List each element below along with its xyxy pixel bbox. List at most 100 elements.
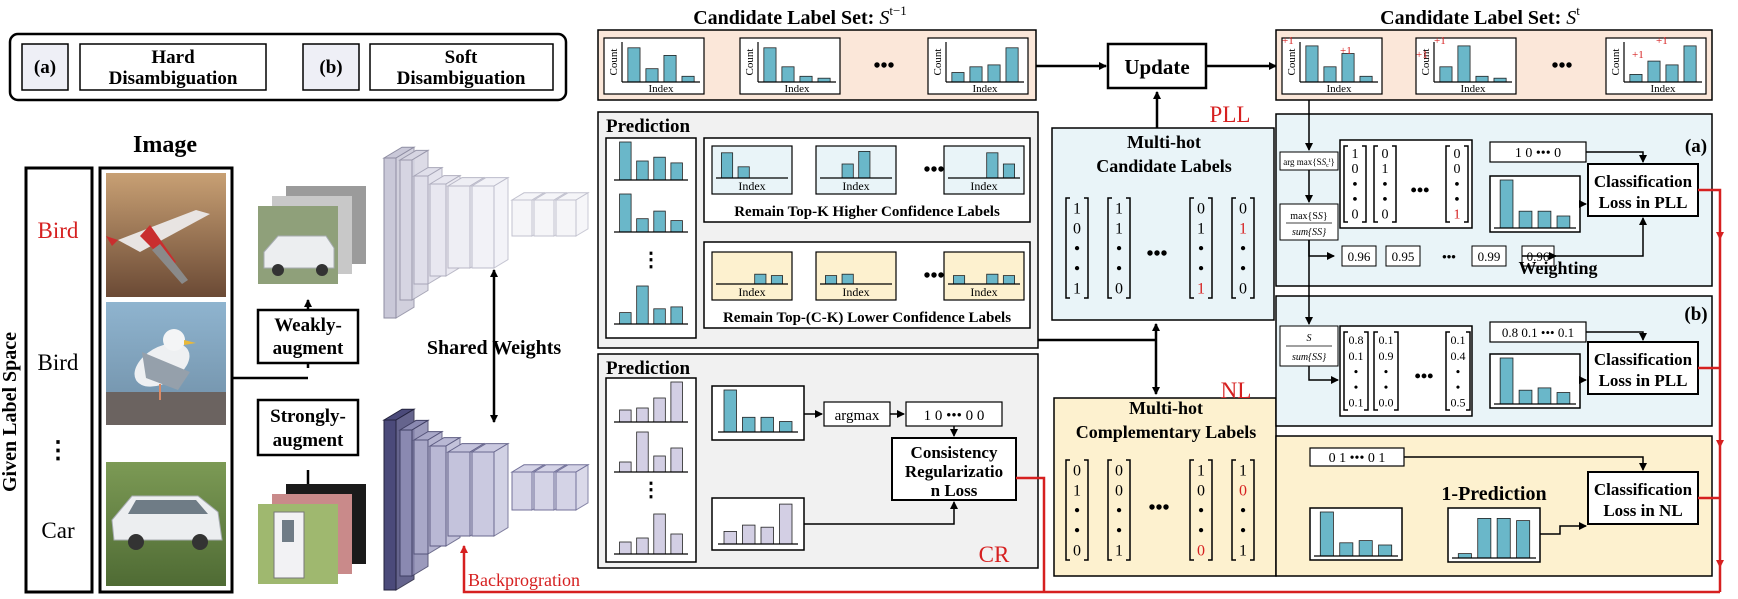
panel-a-max: max{S: [1290, 211, 1318, 222]
svg-text:⋮: ⋮: [641, 479, 661, 501]
legend-a-text-1: Hard: [151, 47, 195, 68]
pred-top-b-bar: [619, 193, 632, 233]
panel-b-frac-bot: sum{S: [1292, 352, 1317, 363]
pll-v4-rb: [1250, 197, 1255, 299]
cand-prev-2-bar: [781, 66, 795, 83]
nl-v3-val: 1: [1197, 463, 1205, 480]
pb-v3-val: 0.4: [1451, 349, 1466, 363]
pred-bot-b-bar: [619, 461, 632, 473]
cand-next-1-frame: [1281, 37, 1383, 95]
pb-v2-val: 0.9: [1379, 349, 1394, 363]
photo-plane: [106, 173, 226, 297]
panel-a-argmax: arg max{S: [1283, 157, 1321, 167]
low-3-bar: [953, 275, 966, 285]
pll-v3-val: 1: [1197, 281, 1205, 298]
legend-a-tag: (a): [34, 57, 56, 78]
cand-prev-3-index-label: Index: [972, 83, 998, 95]
nt-8-front: [533, 199, 555, 237]
cr-loss-1: Consistency: [911, 443, 998, 462]
nb-1-front: [383, 419, 397, 591]
pb-v1-val: •: [1354, 364, 1358, 378]
nb-6-front: [471, 451, 495, 537]
nl-title-1: Multi-hot: [1129, 398, 1203, 418]
pb-v1-rb: [1364, 331, 1369, 411]
nl-bars-2-bar: [1457, 553, 1472, 559]
pll-v2-val: 1: [1115, 201, 1123, 218]
pll-v3-lb: [1189, 197, 1194, 299]
pred-bot-a-bar: [670, 381, 683, 423]
pa-v2-val: 0: [1382, 208, 1389, 223]
pll-v2-lb: [1107, 197, 1112, 299]
pb-v3-rb: [1466, 331, 1471, 411]
low-3-index: Index: [970, 285, 997, 299]
pll-v4-lb: [1231, 197, 1236, 299]
nl-v4-val: •: [1240, 523, 1246, 540]
legend-b-tag: (b): [319, 57, 342, 78]
pll-v4-val: 1: [1239, 221, 1247, 238]
pb-bars-bar: [1518, 389, 1533, 405]
svg-text:•••: •••: [923, 159, 944, 181]
low-3-bar: [986, 273, 999, 285]
cand-prev-3-bar: [951, 72, 965, 83]
nl-v2-val: 0: [1115, 463, 1123, 480]
high-1-bar: [737, 166, 750, 179]
pred-top-b-bar: [670, 220, 683, 233]
pred-bot-c-bar: [653, 513, 666, 555]
cr-loss-3: n Loss: [931, 481, 978, 500]
pa-v1-lb: [1343, 145, 1348, 223]
strong-augmented-images: [258, 484, 366, 584]
pll-v3-val: 1: [1197, 221, 1205, 238]
pb-v2-rb: [1394, 331, 1399, 411]
cand-prev-2-bar: [799, 75, 813, 83]
nb-7-front: [511, 471, 533, 511]
legend-a-text-2: Disambiguation: [109, 68, 238, 89]
cand-next-3-bar: [1665, 64, 1679, 83]
pll-v1-lb: [1065, 197, 1070, 299]
nl-onehot: 0 1 ••• 0 1: [1329, 451, 1386, 466]
pll-v3-rb: [1208, 197, 1213, 299]
pll-v1-rb: [1084, 197, 1089, 299]
cand-next-1-bar: [1323, 66, 1337, 83]
nt-9-side: [575, 191, 589, 237]
low-1-bar: [770, 275, 783, 285]
higher-confidence-label: Remain Top-K Higher Confidence Labels: [734, 204, 1000, 220]
pb-v2-val: 0.0: [1379, 396, 1394, 410]
panel-a: (a) arg max{SSct} max{SS} sum{SS} 10••00…: [1275, 100, 1713, 296]
high-2-bar: [841, 163, 854, 179]
high-3-bar: [1002, 163, 1015, 179]
cand-next-1-bar: [1359, 75, 1373, 83]
high-2-frame: [815, 145, 897, 195]
backprop-label: Backprogration: [468, 570, 580, 590]
panel-a-tag: (a): [1685, 136, 1707, 157]
cand-next-1-bar: [1305, 45, 1319, 83]
svg-text:sum{SS}: sum{SS}: [1292, 227, 1326, 238]
backprop-arrows: [1716, 232, 1724, 568]
label-bird: Bird: [38, 350, 79, 375]
pb-v3-val: •: [1456, 364, 1460, 378]
one-minus-prediction: 1-Prediction: [1441, 483, 1546, 505]
cand-next-2-bar: [1439, 66, 1453, 83]
cand-next-2-plus: +1: [1434, 35, 1446, 47]
cand-prev-2-bar: [763, 47, 777, 83]
pll-v2-val: 1: [1115, 221, 1123, 238]
nl-loss-2: Loss in NL: [1603, 501, 1682, 520]
nt-7-front: [511, 199, 533, 237]
candidate-next-title: Candidate Label Set:: [1380, 7, 1566, 29]
nl-bars-1-bar: [1378, 544, 1393, 557]
pb-v2-lb: [1373, 331, 1378, 411]
nl-v1-val: 0: [1073, 463, 1081, 480]
weight-box: [1341, 245, 1377, 267]
update-label: Update: [1124, 55, 1189, 79]
pred-top-c-bar: [653, 308, 666, 325]
panel-b-loss-1: Classification: [1594, 350, 1693, 369]
panel-b-loss-2: Loss in PLL: [1599, 371, 1688, 390]
nl-v1-val: •: [1074, 503, 1080, 520]
svg-text:⋮: ⋮: [641, 249, 661, 271]
pa-bars-bar: [1518, 210, 1533, 229]
pa-v1-rb: [1362, 145, 1367, 223]
weakly-text-1: Weakly-: [274, 315, 342, 336]
high-1-index: Index: [738, 179, 765, 193]
